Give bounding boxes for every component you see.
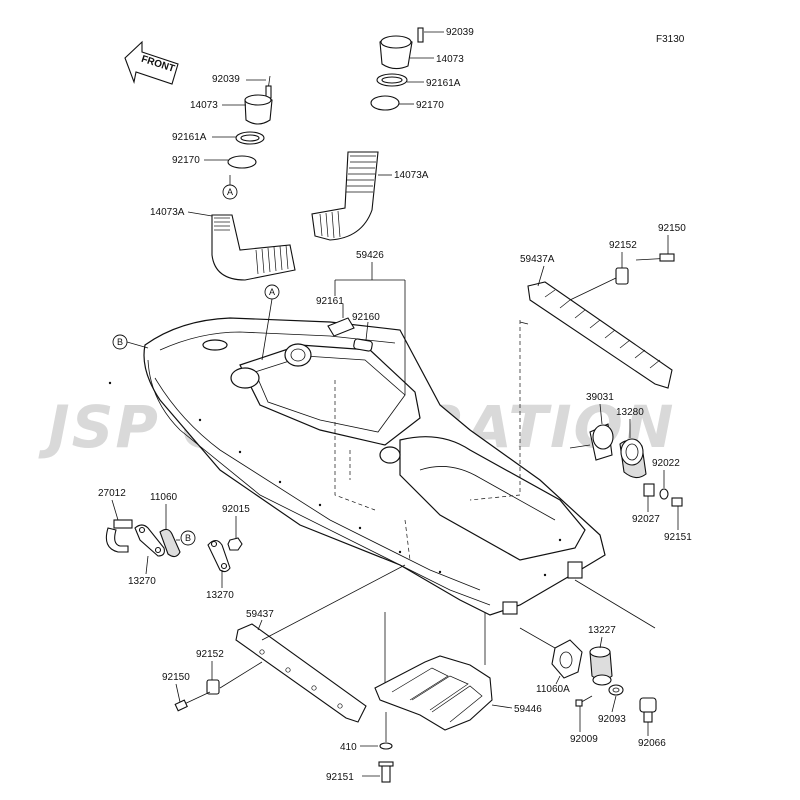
label-13270-right: 13270 xyxy=(206,590,234,601)
label-92170-right: 92170 xyxy=(416,100,444,111)
label-13270-left: 13270 xyxy=(128,576,156,587)
diagram-code: F3130 xyxy=(656,34,685,45)
label-11060: 11060 xyxy=(150,492,178,503)
label-92027: 92027 xyxy=(632,514,660,525)
label-92039-left: 92039 xyxy=(212,74,240,85)
label-92093: 92093 xyxy=(598,714,626,725)
sticker-group-59426 xyxy=(327,262,406,395)
label-92152-bottom: 92152 xyxy=(196,649,224,660)
hull-dashed-leaders xyxy=(334,320,521,561)
label-92066: 92066 xyxy=(638,738,666,749)
svg-text:B: B xyxy=(185,533,191,543)
label-92150-bottom: 92150 xyxy=(162,672,190,683)
svg-text:B: B xyxy=(117,337,123,347)
label-59446: 59446 xyxy=(514,704,542,715)
label-92161A-right: 92161A xyxy=(426,78,461,89)
label-92161A-left: 92161A xyxy=(172,132,207,143)
front-arrow-icon: FRONT xyxy=(124,40,179,85)
label-92151-bottom: 92151 xyxy=(326,772,354,783)
left-hose-assembly xyxy=(211,75,296,281)
svg-text:A: A xyxy=(227,187,233,197)
label-27012: 27012 xyxy=(98,488,126,499)
washer-410-bolt-92151 xyxy=(360,712,394,783)
left-small-parts xyxy=(105,519,243,573)
label-14073-left: 14073 xyxy=(190,100,218,111)
right-hose-assembly xyxy=(311,27,424,241)
label-92151-right: 92151 xyxy=(664,532,692,543)
label-39031: 39031 xyxy=(586,392,614,403)
label-92039-right: 92039 xyxy=(446,27,474,38)
label-92015: 92015 xyxy=(222,504,250,515)
label-11060A: 11060A xyxy=(536,684,570,695)
label-92161: 92161 xyxy=(316,296,344,307)
label-14073-right: 14073 xyxy=(436,54,464,65)
label-59437: 59437 xyxy=(246,609,274,620)
rail-59437A xyxy=(519,253,675,389)
label-14073A-right: 14073A xyxy=(394,170,429,181)
callout-b-parts: B xyxy=(176,530,196,546)
plate-59446 xyxy=(374,612,513,731)
callout-a-hull: A xyxy=(261,284,280,361)
label-92170-left: 92170 xyxy=(172,155,200,166)
label-92160: 92160 xyxy=(352,312,380,323)
label-92022: 92022 xyxy=(652,458,680,469)
label-92009: 92009 xyxy=(570,734,598,745)
nozzle-group xyxy=(569,423,683,507)
rail-59437 xyxy=(174,564,406,723)
svg-text:A: A xyxy=(269,287,275,297)
label-14073A-left: 14073A xyxy=(150,207,185,218)
callout-a-top: A xyxy=(222,184,238,200)
hull-body xyxy=(108,317,606,616)
label-92150-top: 92150 xyxy=(658,223,686,234)
label-59437A: 59437A xyxy=(520,254,555,265)
bottom-right-fittings xyxy=(519,579,657,723)
label-13227: 13227 xyxy=(588,625,616,636)
label-59426: 59426 xyxy=(356,250,384,261)
label-92152-top: 92152 xyxy=(609,240,637,251)
label-410: 410 xyxy=(340,742,357,753)
label-13280: 13280 xyxy=(616,407,644,418)
callout-b-hull: B xyxy=(112,334,149,350)
